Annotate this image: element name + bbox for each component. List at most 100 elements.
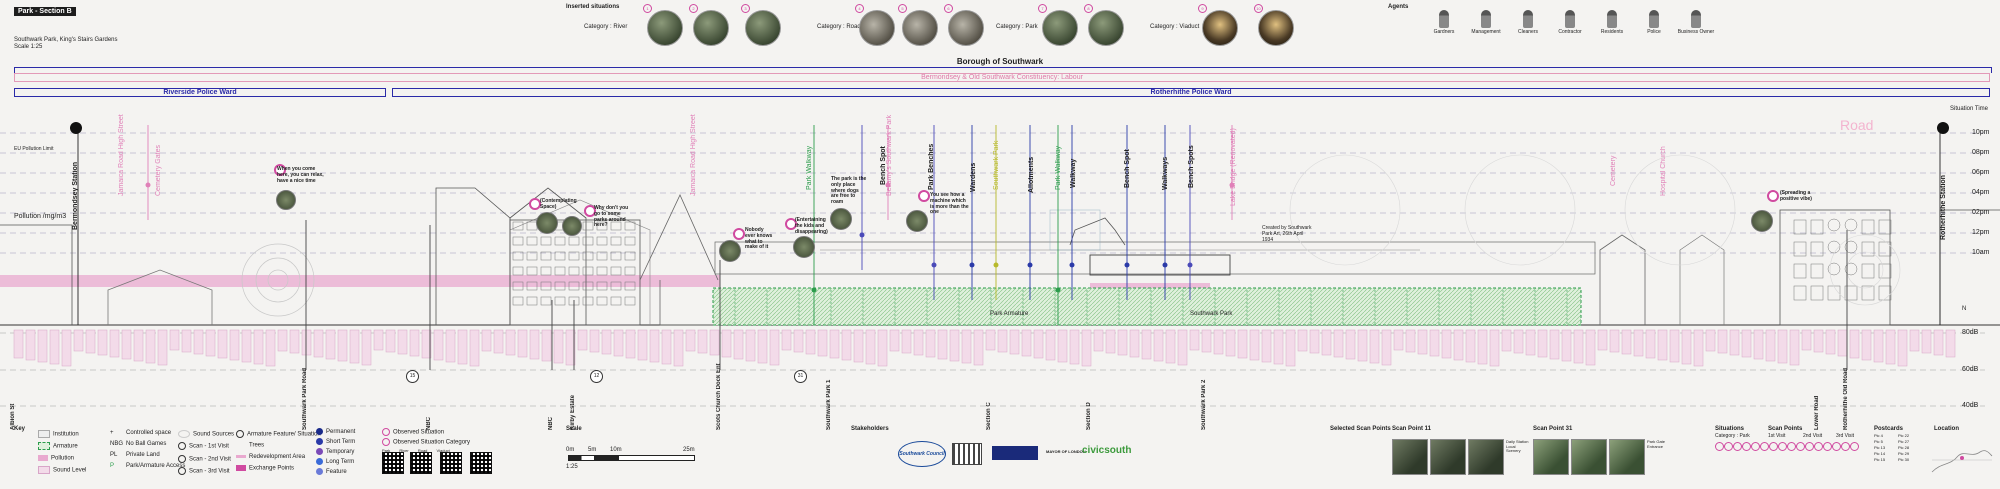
stakeholder-logo[interactable]: [992, 446, 1038, 460]
sound-bar: [1477, 329, 1488, 365]
situation-photo[interactable]: [1042, 10, 1078, 46]
window: [1844, 285, 1858, 301]
situation-marker[interactable]: [785, 218, 797, 230]
situation-thumb[interactable]: [793, 236, 815, 258]
situation-thumb[interactable]: [1751, 210, 1773, 232]
situation-marker[interactable]: [274, 164, 286, 176]
window: [1793, 241, 1807, 257]
postcard-item[interactable]: Pic 14: [1874, 451, 1886, 456]
agent-item[interactable]: Gardners: [1424, 8, 1464, 36]
situation-marker[interactable]: [918, 190, 930, 202]
scan-photo[interactable]: [1430, 439, 1466, 475]
scan-photo[interactable]: [1533, 439, 1569, 475]
scan-photo[interactable]: [1609, 439, 1645, 475]
situation-photo[interactable]: [902, 10, 938, 46]
scan-photo[interactable]: [1392, 439, 1428, 475]
southwark-logo[interactable]: Southwark Council: [898, 441, 946, 467]
situation-dot[interactable]: [1733, 442, 1742, 451]
situation-thumb[interactable]: [719, 240, 741, 262]
situation-dot[interactable]: [1814, 442, 1823, 451]
situation-dot[interactable]: [1742, 442, 1751, 451]
postcard-item[interactable]: Pic 28: [1898, 445, 1910, 450]
postcard-item[interactable]: Pic 5: [1874, 439, 1883, 444]
scan-photo[interactable]: [1468, 439, 1504, 475]
situation-thumb[interactable]: [830, 208, 852, 230]
scan-point-number[interactable]: 12: [590, 370, 603, 383]
situation-photo[interactable]: [859, 10, 895, 46]
bottom-street-label: NBC: [548, 417, 554, 430]
situation-photo[interactable]: [1258, 10, 1294, 46]
situation-photo[interactable]: [693, 10, 729, 46]
civicsouth-logo[interactable]: civicsouth: [1082, 445, 1132, 456]
location-map[interactable]: [1930, 432, 1994, 482]
scan-photo[interactable]: [1571, 439, 1607, 475]
sound-bar: [1573, 329, 1584, 364]
situation-dot[interactable]: [1751, 442, 1760, 451]
agent-item[interactable]: Police: [1634, 8, 1674, 36]
bottom-street-label: Southwark Park 1: [826, 379, 832, 430]
situation-dot[interactable]: [1796, 442, 1805, 451]
situation-quote: You see how a machine which is more than…: [930, 192, 969, 216]
window: [596, 221, 608, 231]
situation-dot[interactable]: [1823, 442, 1832, 451]
postcard-item[interactable]: Pic 15: [1874, 457, 1886, 462]
sound-bar: [649, 329, 660, 363]
situation-dot[interactable]: [1715, 442, 1724, 451]
sound-bar: [1933, 329, 1944, 356]
postcard-item[interactable]: Pic 13: [1874, 445, 1886, 450]
postcard-item[interactable]: Pic 29: [1898, 451, 1910, 456]
situation-dot[interactable]: [1850, 442, 1859, 451]
situation-dot[interactable]: [1832, 442, 1841, 451]
agent-item[interactable]: Management: [1466, 8, 1506, 36]
marker-dot: [993, 262, 999, 268]
situation-thumb[interactable]: [276, 190, 296, 210]
qr-code[interactable]: [382, 452, 404, 474]
situation-dot[interactable]: [1769, 442, 1778, 451]
situation-dot[interactable]: [1778, 442, 1787, 451]
situation-thumb[interactable]: [562, 216, 582, 236]
situation-photo[interactable]: [1088, 10, 1124, 46]
key-item: Armature Feature/ Situation: [247, 431, 321, 438]
postcard-item[interactable]: Pic 27: [1898, 439, 1910, 444]
situation-marker[interactable]: [584, 205, 596, 217]
situation-marker[interactable]: [1767, 190, 1779, 202]
situation-thumb[interactable]: [536, 212, 558, 234]
feature-label: Park Benches: [928, 143, 935, 190]
situation-dot[interactable]: [1724, 442, 1733, 451]
postcard-item[interactable]: Pic 22: [1898, 433, 1910, 438]
qr-code[interactable]: [440, 452, 462, 474]
agent-item[interactable]: Cleaners: [1508, 8, 1548, 36]
sound-bar: [697, 329, 708, 354]
situation-marker[interactable]: [529, 198, 541, 210]
sound-bar: [409, 329, 420, 357]
postcard-item[interactable]: Pic 4: [1874, 433, 1883, 438]
mayor-logo[interactable]: MAYOR OF LONDON: [1046, 449, 1086, 454]
sound-bar: [49, 329, 60, 365]
agent-item[interactable]: Contractor: [1550, 8, 1590, 36]
created-note: Created by Southwark Park Art, 26th Apri…: [1262, 225, 1312, 243]
situation-marker[interactable]: [733, 228, 745, 240]
sound-bar: [913, 329, 924, 356]
agent-item[interactable]: Residents: [1592, 8, 1632, 36]
qr-code[interactable]: [410, 452, 432, 474]
stakeholder-logo[interactable]: [952, 443, 982, 465]
scan-point-number[interactable]: 15: [406, 370, 419, 383]
qr-code[interactable]: [470, 452, 492, 474]
agent-item[interactable]: Business Owner: [1676, 8, 1716, 36]
situation-photo[interactable]: [647, 10, 683, 46]
postcard-item[interactable]: Pic 30: [1898, 457, 1910, 462]
situation-dot[interactable]: [1760, 442, 1769, 451]
situation-dot[interactable]: [1841, 442, 1850, 451]
situation-thumb[interactable]: [906, 210, 928, 232]
situation-photo[interactable]: [948, 10, 984, 46]
situation-dot[interactable]: [1787, 442, 1796, 451]
scan-point-number[interactable]: 31: [794, 370, 807, 383]
site-name: Southwark Park, King's Stairs Gardens: [14, 37, 118, 43]
sound-bar: [1021, 329, 1032, 357]
marker-dot: [1187, 262, 1193, 268]
key-item: Sound Sources: [193, 431, 235, 438]
situation-photo[interactable]: [745, 10, 781, 46]
window: [512, 236, 524, 246]
situation-photo[interactable]: [1202, 10, 1238, 46]
situation-dot[interactable]: [1805, 442, 1814, 451]
